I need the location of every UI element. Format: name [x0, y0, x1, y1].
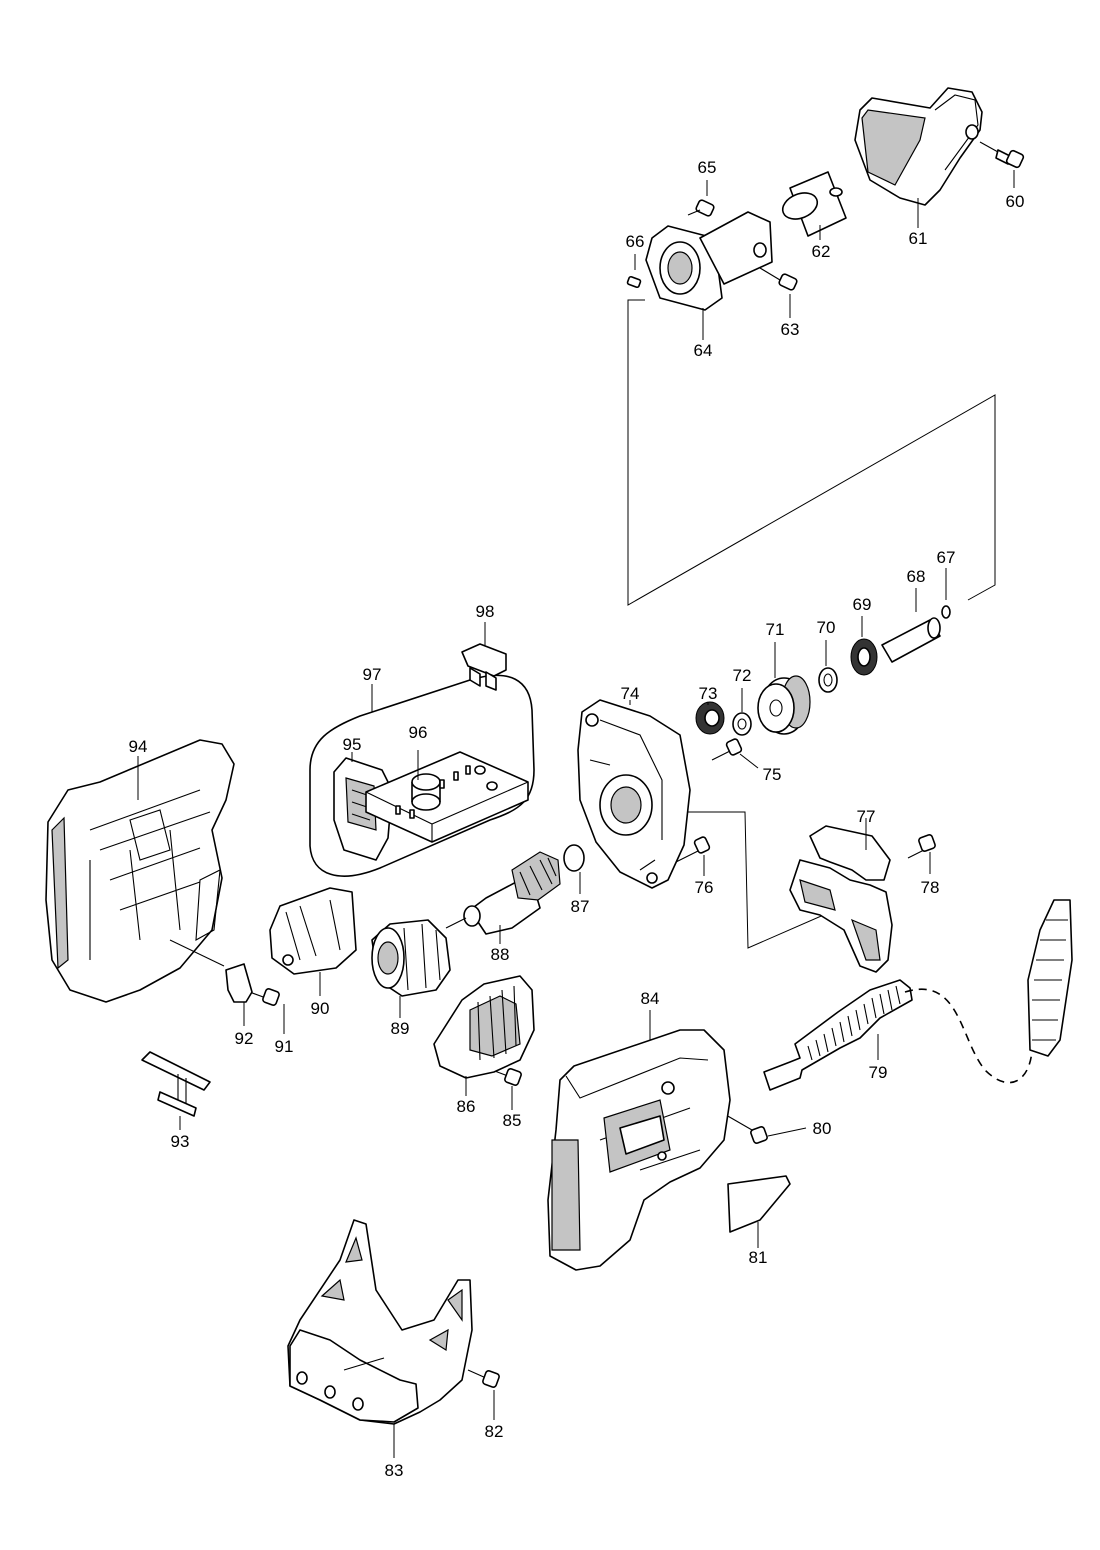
label-61: 61 [909, 229, 928, 248]
part-72-washer [732, 688, 752, 736]
label-85: 85 [503, 1111, 522, 1130]
part-69-ball-bearing [850, 616, 878, 676]
label-65: 65 [698, 158, 717, 177]
label-97: 97 [363, 665, 382, 684]
label-68: 68 [907, 567, 926, 586]
label-86: 86 [457, 1097, 476, 1116]
label-95: 95 [343, 735, 362, 754]
part-87-rubber-ring [563, 844, 585, 894]
part-86-field [433, 975, 535, 1096]
part-68-spindle [881, 588, 941, 663]
label-92: 92 [235, 1029, 254, 1048]
part-96-controller [365, 750, 529, 843]
part-66-pin [626, 254, 642, 289]
label-66: 66 [626, 232, 645, 251]
part-61-gear-housing [854, 87, 983, 228]
label-83: 83 [385, 1461, 404, 1480]
label-72: 72 [733, 666, 752, 685]
part-64-bearing-box [645, 211, 773, 340]
label-87: 87 [571, 897, 590, 916]
label-81: 81 [749, 1248, 768, 1267]
part-74-gear-housing-cover [577, 699, 691, 889]
part-89-stator-unit [371, 919, 451, 1018]
label-73: 73 [699, 684, 718, 703]
part-62-sleeve [781, 171, 847, 240]
part-60-screw [979, 141, 1025, 188]
label-78: 78 [921, 878, 940, 897]
part-75-screw [711, 738, 759, 769]
label-62: 62 [812, 242, 831, 261]
label-74: 74 [621, 684, 640, 703]
part-94-housing-set [45, 739, 235, 1003]
label-90: 90 [311, 999, 330, 1018]
label-75: 75 [763, 765, 782, 784]
label-71: 71 [766, 620, 785, 639]
label-94: 94 [129, 737, 148, 756]
part-85-screw [491, 1068, 522, 1110]
label-93: 93 [171, 1132, 190, 1151]
part-63-screw [759, 267, 798, 318]
label-82: 82 [485, 1422, 504, 1441]
part-90-brush-holder [269, 887, 357, 996]
label-63: 63 [781, 320, 800, 339]
part-73-ball-bearing [695, 701, 725, 735]
part-98-switch-lever [461, 622, 507, 691]
label-98: 98 [476, 602, 495, 621]
part-84-motor-housing [547, 1010, 731, 1271]
part-92-clip [225, 963, 253, 1026]
part-76-screw [675, 836, 711, 876]
label-79: 79 [869, 1063, 888, 1082]
label-69: 69 [853, 595, 872, 614]
part-82-screw [467, 1369, 500, 1420]
label-77: 77 [857, 807, 876, 826]
part-71-helical-gear [757, 642, 811, 735]
part-number-labels: 60 61 62 63 64 65 66 67 68 69 70 71 72 7… [129, 158, 1025, 1480]
label-64: 64 [694, 341, 713, 360]
part-83-base-stand [287, 1219, 473, 1458]
part-79-cord-guard [763, 899, 1073, 1091]
part-88-armature [445, 851, 561, 944]
part-91-screw [243, 988, 285, 1034]
label-89: 89 [391, 1019, 410, 1038]
part-93-lock-plate [141, 1051, 211, 1130]
part-81-name-plate [727, 1175, 791, 1248]
label-80: 80 [813, 1119, 832, 1138]
label-70: 70 [817, 618, 836, 637]
label-91: 91 [275, 1037, 294, 1056]
part-70-washer [818, 640, 838, 693]
label-60: 60 [1006, 192, 1025, 211]
label-67: 67 [937, 548, 956, 567]
part-65-screw [687, 180, 715, 217]
part-77-handle [789, 818, 893, 973]
label-88: 88 [491, 945, 510, 964]
label-84: 84 [641, 989, 660, 1008]
part-78-screw [907, 834, 936, 874]
label-76: 76 [695, 878, 714, 897]
label-96: 96 [409, 723, 428, 742]
part-67-ring [941, 568, 951, 619]
